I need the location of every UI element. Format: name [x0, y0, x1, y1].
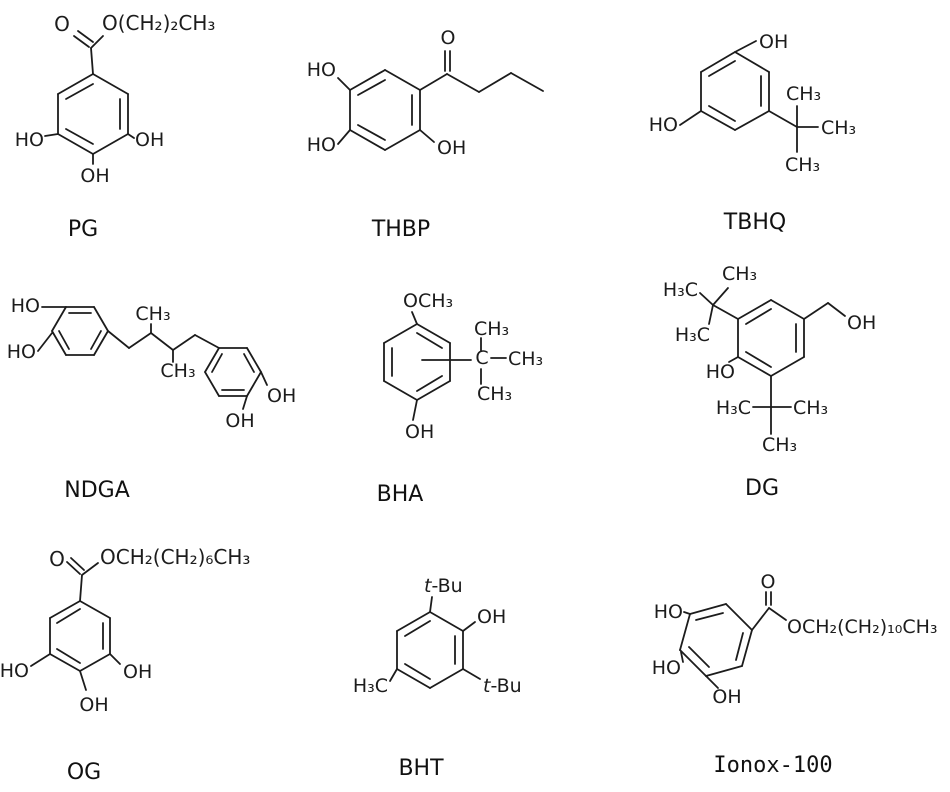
structure-bht: t-Bu OH t-Bu H₃C BHT: [353, 575, 522, 781]
tbhq-ch3-right-label: CH₃: [821, 117, 856, 139]
dg-ch3-right-label: CH₃: [793, 397, 828, 419]
ionox-bonds: [679, 591, 787, 689]
structure-ionox-100: O OCH₂(CH₂)₁₀CH₃ HO HO OH Ionox-100: [652, 571, 938, 778]
compound-label-ndga: NDGA: [64, 478, 130, 503]
ionox-ho-left-label: HO: [652, 657, 681, 679]
structure-og: O OCH₂(CH₂)₆CH₃ HO OH OH OG: [0, 545, 250, 785]
dg-bonds: [699, 287, 846, 435]
og-bonds: [30, 557, 121, 691]
ndga-ch3-down-label: CH₃: [160, 360, 195, 382]
bha-oh-bottom-label: OH: [405, 421, 434, 443]
bht-bonds: [389, 596, 481, 689]
bha-bonds: [383, 311, 507, 421]
ionox-carbonyl-o-label: O: [761, 571, 776, 593]
bht-tbu-top-label: t-Bu: [424, 575, 463, 597]
dg-oh-right-label: OH: [847, 312, 876, 334]
og-carbonyl-o-label: O: [49, 547, 65, 571]
thbp-oh-bottom-label: OH: [437, 137, 466, 159]
structure-tbhq: OH HO CH₃ CH₃ CH₃ TBHQ: [649, 31, 856, 235]
ndga-oh-bottom-label: OH: [225, 410, 254, 432]
compound-label-ionox-100: Ionox-100: [713, 753, 832, 778]
compound-label-dg: DG: [745, 476, 779, 501]
bha-ch3-bottom-label: CH₃: [477, 383, 512, 405]
bha-ch3-right-label: CH₃: [508, 348, 543, 370]
bht-tbu-bottom-label: t-Bu: [483, 675, 522, 697]
tbhq-ho-left-label: HO: [649, 114, 678, 136]
ionox-oh-bottom-label: OH: [712, 686, 741, 708]
compound-label-og: OG: [67, 760, 101, 785]
bha-och3-label: OCH₃: [403, 290, 453, 312]
bht-oh-label: OH: [477, 606, 506, 628]
thbp-ho-bottom-label: HO: [307, 134, 336, 156]
structure-thbp: O HO HO OH THBP: [307, 27, 544, 242]
ndga-ho-left-label: HO: [7, 341, 36, 363]
tbhq-ch3-top-label: CH₃: [786, 83, 821, 105]
ndga-oh-right-label: OH: [267, 385, 296, 407]
structure-pg: O O(CH₂)₂CH₃ HO OH OH PG: [15, 11, 216, 242]
compound-label-thbp: THBP: [371, 217, 430, 242]
ndga-bonds: [37, 306, 268, 410]
og-oh-bottom-label: OH: [79, 694, 108, 716]
dg-h3c-lower-label: H₃C: [716, 397, 751, 419]
ionox-ho-top-label: HO: [654, 601, 683, 623]
structure-ndga: HO HO CH₃ CH₃ OH OH NDGA: [7, 295, 297, 503]
compound-label-tbhq: TBHQ: [723, 210, 786, 235]
ndga-ch3-up-label: CH₃: [135, 303, 170, 325]
dg-ho-label: HO: [706, 361, 735, 383]
tbhq-oh-top-label: OH: [759, 31, 788, 53]
ionox-ester-chain-label: OCH₂(CH₂)₁₀CH₃: [787, 616, 938, 638]
pg-oh-bottom-label: OH: [80, 165, 109, 187]
og-ho-left-label: HO: [0, 660, 29, 682]
bha-ch3-top-label: CH₃: [474, 318, 509, 340]
thbp-bonds: [337, 50, 544, 151]
compound-label-pg: PG: [68, 217, 98, 242]
dg-h3c-upper-label: H₃C: [663, 279, 698, 301]
pg-bonds: [44, 30, 135, 165]
og-ester-chain-label: OCH₂(CH₂)₆CH₃: [100, 545, 250, 569]
compound-label-bht: BHT: [398, 756, 444, 781]
dg-h3c-mid-label: H₃C: [675, 324, 710, 346]
dg-ch3-bottom-label: CH₃: [762, 434, 797, 456]
pg-carbonyl-o-label: O: [54, 12, 70, 36]
bha-c-center-label: C: [475, 347, 488, 369]
tbhq-bonds: [679, 40, 819, 153]
tbhq-ch3-bottom-label: CH₃: [785, 154, 820, 176]
ndga-ho-top-label: HO: [11, 295, 40, 317]
dg-ch3-top-label: CH₃: [722, 263, 757, 285]
thbp-ketone-o-label: O: [441, 27, 456, 49]
pg-oh-right-label: OH: [135, 129, 164, 151]
pg-ester-chain-label: O(CH₂)₂CH₃: [102, 11, 215, 35]
compound-label-bha: BHA: [377, 482, 424, 507]
pg-ho-left-label: HO: [15, 129, 44, 151]
thbp-ho-top-label: HO: [307, 59, 336, 81]
bht-h3c-label: H₃C: [353, 675, 388, 697]
structure-dg: H₃C CH₃ H₃C HO OH H₃C CH₃ CH₃ DG: [663, 263, 876, 501]
structure-bha: OCH₃ C CH₃ CH₃ CH₃ OH BHA: [377, 290, 544, 507]
og-oh-right-label: OH: [123, 661, 152, 683]
